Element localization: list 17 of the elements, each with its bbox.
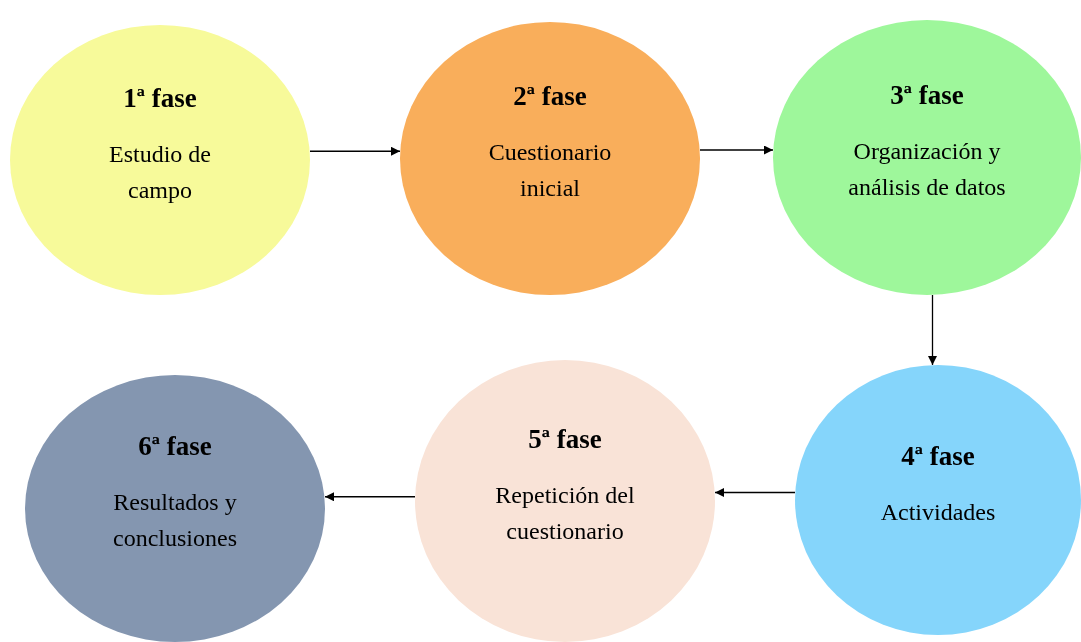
phase-description: Resultados y conclusiones	[112, 488, 238, 553]
phase-description: Organización y análisis de datos	[848, 137, 1006, 202]
arrow	[928, 294, 937, 366]
arrow	[699, 145, 774, 155]
phase-title: 4ª fase	[901, 440, 975, 472]
phase-title: 1ª fase	[123, 82, 197, 114]
phase-description: Repetición del cuestionario	[494, 480, 636, 546]
arrow	[324, 492, 416, 502]
phase-title: 2ª fase	[513, 81, 587, 112]
phase-description: Actividades	[880, 497, 996, 527]
phase-description: Cuestionario inicial	[487, 138, 613, 203]
phase-title: 3ª fase	[890, 80, 964, 111]
phase-title: 5ª fase	[528, 423, 602, 455]
phase-title: 6ª fase	[138, 431, 212, 462]
arrow	[714, 488, 796, 497]
phase-description: Estudio de campo	[108, 139, 212, 205]
arrow	[309, 146, 401, 156]
